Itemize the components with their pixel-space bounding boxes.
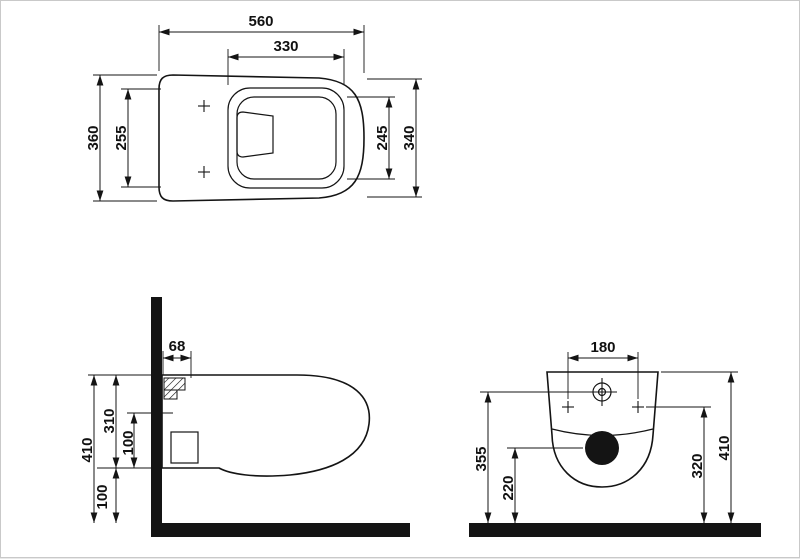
- dim-top-overall-length: 560: [158, 13, 365, 73]
- dim-label-330: 330: [273, 38, 298, 55]
- front-view-body-outline: [546, 371, 659, 488]
- dim-top-overall-width: 360: [85, 74, 157, 202]
- water-inlet-port: [587, 378, 617, 406]
- dim-label-310: 310: [101, 408, 118, 433]
- dim-label-355: 355: [473, 446, 490, 471]
- wall-section: [151, 297, 162, 537]
- dim-label-560: 560: [248, 13, 273, 30]
- dim-label-220: 220: [500, 475, 517, 500]
- fixing-cross-front-left: [562, 401, 574, 413]
- dim-front-inlet-height: 355: [473, 391, 590, 523]
- drain-connection-outline: [170, 431, 199, 464]
- dim-front-fixing-height: 320: [646, 406, 711, 523]
- side-view: 68 410 310 100 100: [79, 297, 410, 537]
- outlet-drain-circle: [585, 431, 619, 465]
- bowl-drain-outline: [236, 111, 274, 158]
- dim-front-outlet-height: 220: [500, 447, 583, 523]
- bowl-outer-rim: [227, 87, 345, 189]
- dim-label-340: 340: [401, 125, 418, 150]
- dim-side-total-height: 410: [79, 375, 98, 523]
- floor-section-left: [151, 523, 410, 537]
- top-view: 560 330 360 255 245: [85, 13, 422, 202]
- dim-label-180: 180: [590, 339, 615, 356]
- dim-top-opening-length: 330: [227, 38, 345, 85]
- fixing-bracket-hatched: [163, 377, 186, 391]
- fixing-cross-top-1: [198, 100, 210, 112]
- dim-side-fixing-offset: 68: [162, 338, 192, 378]
- dim-label-245: 245: [374, 125, 391, 150]
- fixing-cross-top-2: [198, 166, 210, 178]
- dim-side-drain-spacing: 100: [120, 413, 138, 468]
- dim-top-inner-width: 255: [113, 88, 161, 188]
- dim-label-410-front: 410: [716, 435, 733, 460]
- side-view-body-outline: [161, 374, 371, 477]
- fixing-cross-front-right: [632, 401, 644, 413]
- dim-label-255: 255: [113, 125, 130, 150]
- dim-side-mid-height: 310: [101, 375, 120, 468]
- dim-label-360: 360: [85, 125, 102, 150]
- dim-label-320: 320: [689, 453, 706, 478]
- dim-label-100-upper: 100: [120, 430, 137, 455]
- fixing-bolt-hatched: [163, 389, 178, 400]
- dim-top-body-width: 340: [367, 78, 422, 198]
- dim-label-410-side: 410: [79, 437, 96, 462]
- dim-label-100-lower: 100: [94, 484, 111, 509]
- dim-front-total-height: 410: [661, 371, 738, 523]
- front-view: 180 355 220 320 410: [469, 339, 761, 537]
- floor-section-right: [469, 523, 761, 537]
- dim-label-68: 68: [169, 338, 186, 355]
- dim-top-bowl-width: 245: [347, 96, 395, 180]
- top-view-body-outline: [158, 74, 365, 202]
- dim-side-floor-clearance: 100: [94, 468, 120, 523]
- dim-front-fixing-centres: 180: [567, 339, 639, 399]
